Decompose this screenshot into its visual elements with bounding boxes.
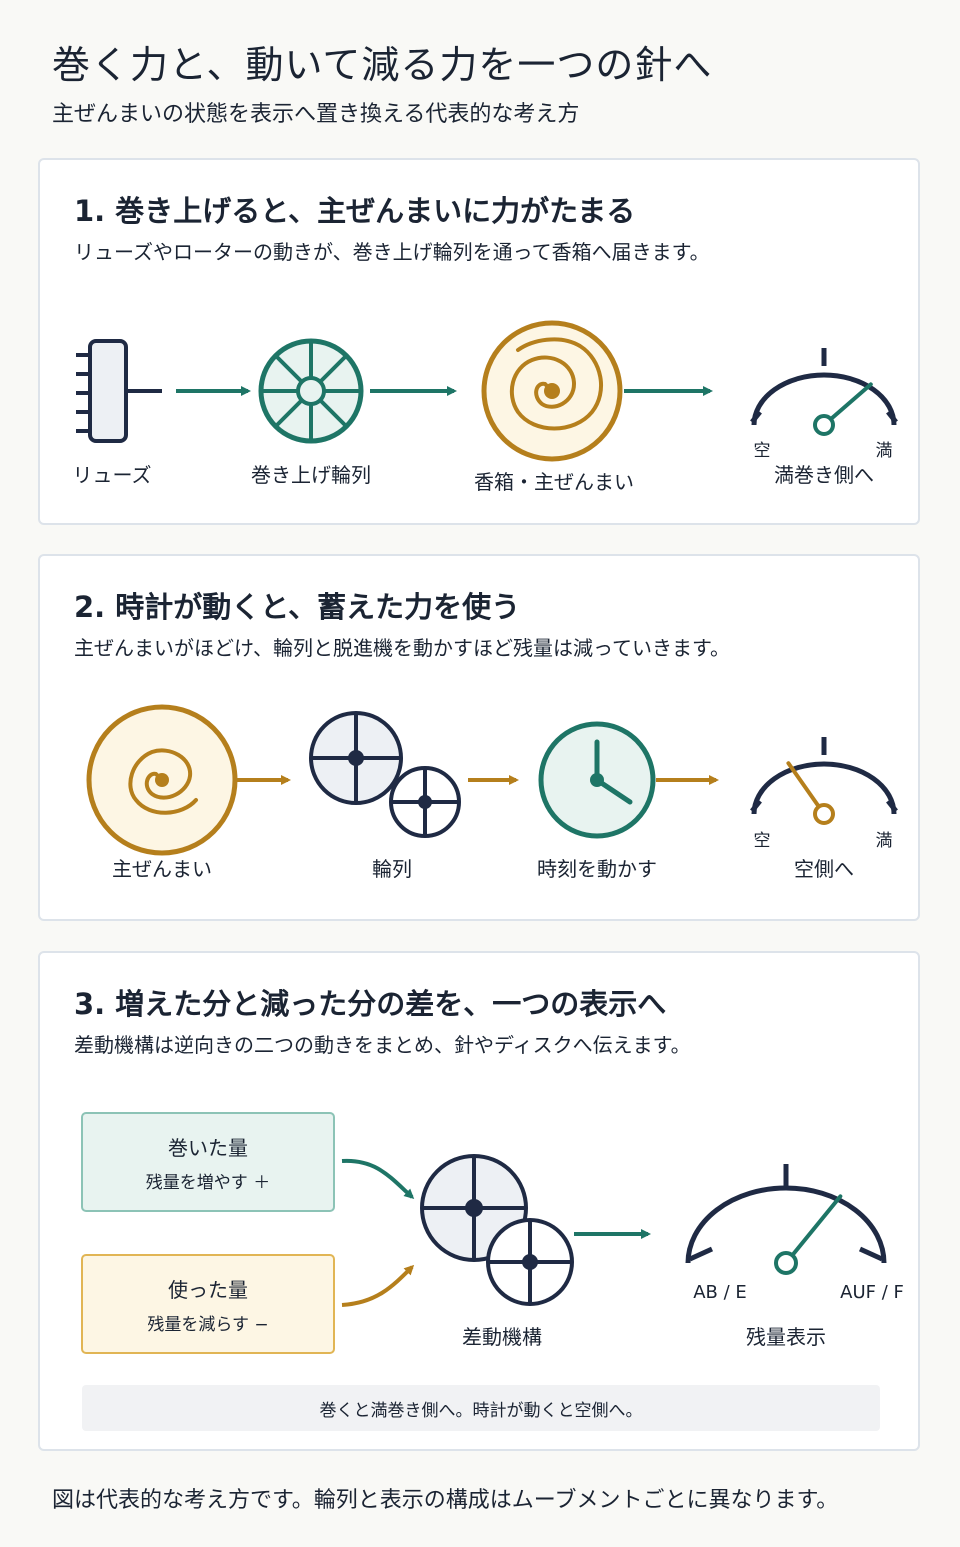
gauge-full-label: 満 [876, 441, 893, 461]
section-title: 1. 巻き上げると、主ぜんまいに力がたまる [74, 194, 636, 228]
page-title: 巻く力と、動いて減る力を一つの針へ [52, 43, 713, 87]
gauge-empty-label: AB / E [693, 1282, 747, 1303]
gauge-full-label: AUF / F [840, 1282, 904, 1303]
crown-icon [76, 339, 162, 443]
gear-train-label: 輪列 [372, 857, 412, 881]
full-side-label: 満巻き側へ [774, 463, 874, 487]
empty-side-label: 空側へ [794, 857, 854, 881]
gauge-empty-label: 空 [754, 441, 771, 461]
wound-amount-box: 巻いた量 残量を増やす ＋ [81, 1112, 335, 1212]
clock-icon [538, 721, 656, 839]
crown-label: リューズ [73, 463, 152, 487]
arrow [341, 1158, 415, 1200]
used-amount-label: 使った量 [168, 1278, 248, 1302]
barrel-label: 香箱・主ぜんまい [474, 470, 634, 494]
gear-train-icon [309, 711, 461, 838]
moves-time-label: 時刻を動かす [537, 857, 657, 881]
section-description: 主ぜんまいがほどけ、輪列と脱進機を動かすほど残量は減っていきます。 [74, 636, 730, 660]
summary-note: 巻くと満巻き側へ。時計が動くと空側へ。 [82, 1385, 880, 1431]
gauge-full-label: 満 [876, 831, 893, 851]
winding-wheel-icon [258, 338, 364, 444]
section-description: 差動機構は逆向きの二つの動きをまとめ、針やディスクへ伝えます。 [74, 1033, 691, 1057]
section-title: 2. 時計が動くと、蓄えた力を使う [74, 590, 521, 624]
differential-gear-icon [420, 1154, 574, 1306]
section-description: リューズやローターの動きが、巻き上げ輪列を通って香箱へ届きます。 [74, 240, 710, 264]
section-winding: 1. 巻き上げると、主ぜんまいに力がたまる リューズやローターの動きが、巻き上げ… [38, 158, 920, 525]
power-reserve-display: AB / E AUF / F [685, 1164, 904, 1303]
arrow [341, 1264, 415, 1307]
display-label: 残量表示 [746, 1325, 826, 1349]
mainspring-barrel-icon [481, 320, 623, 462]
page-subtitle: 主ぜんまいの状態を表示へ置き換える代表的な考え方 [52, 102, 580, 127]
footer-note: 図は代表的な考え方です。輪列と表示の構成はムーブメントごとに異なります。 [52, 1488, 839, 1513]
mainspring-label: 主ぜんまい [112, 857, 212, 881]
power-reserve-gauge: 空 満 [750, 737, 898, 851]
section-differential: 3. 増えた分と減った分の差を、一つの表示へ 差動機構は逆向きの二つの動きをまと… [38, 951, 920, 1451]
section-title: 3. 増えた分と減った分の差を、一つの表示へ [74, 987, 667, 1021]
wound-amount-label: 巻いた量 [168, 1136, 248, 1160]
used-amount-effect: 残量を減らす − [147, 1315, 268, 1335]
used-amount-box: 使った量 残量を減らす − [81, 1254, 335, 1354]
gauge-empty-label: 空 [754, 831, 771, 851]
winding-train-label: 巻き上げ輪列 [251, 463, 371, 487]
differential-label: 差動機構 [462, 1325, 542, 1349]
gauge-needle [784, 1194, 843, 1265]
section-running: 2. 時計が動くと、蓄えた力を使う 主ぜんまいがほどけ、輪列と脱進機を動かすほど… [38, 554, 920, 921]
power-reserve-gauge: 空 満 [750, 348, 898, 461]
wound-amount-effect: 残量を増やす ＋ [146, 1173, 270, 1193]
mainspring-icon [86, 704, 238, 856]
